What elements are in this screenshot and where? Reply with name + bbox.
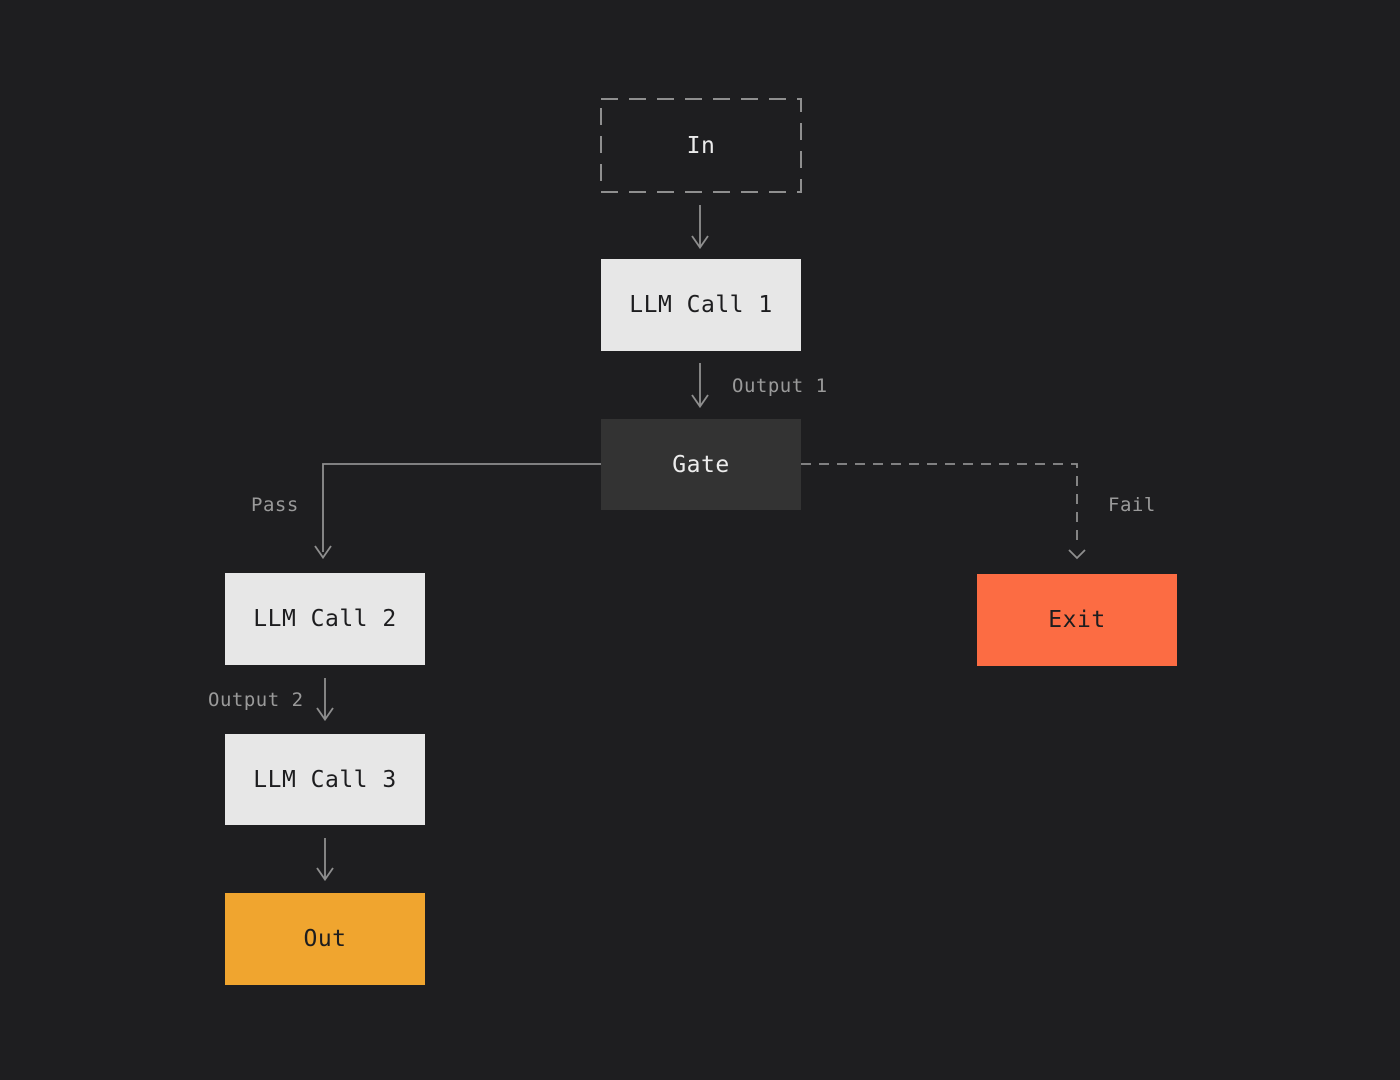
in-node-dashed-border xyxy=(600,98,802,193)
node-llm-call-1-label: LLM Call 1 xyxy=(629,292,773,318)
node-llm-call-2-label: LLM Call 2 xyxy=(253,606,397,632)
edge-llm2-llm3-arrowhead-icon xyxy=(316,707,334,722)
node-llm-call-3-label: LLM Call 3 xyxy=(253,766,397,793)
node-in[interactable]: In xyxy=(601,99,801,192)
node-gate[interactable]: Gate xyxy=(601,419,801,510)
node-llm-call-1[interactable]: LLM Call 1 xyxy=(601,259,801,351)
node-out-label: Out xyxy=(303,926,347,952)
edge-label-output-2: Output 2 xyxy=(208,689,304,711)
edge-gate-exit-arrowhead-icon xyxy=(1068,549,1086,560)
node-exit[interactable]: Exit xyxy=(977,574,1177,666)
edge-in-llm1-arrowhead-icon xyxy=(691,235,709,250)
node-exit-label: Exit xyxy=(1048,607,1106,633)
node-llm-call-2[interactable]: LLM Call 2 xyxy=(225,573,425,665)
edge-llm1-gate-arrowhead-icon xyxy=(691,394,709,409)
edge-gate-exit xyxy=(801,463,1078,545)
node-llm-call-3[interactable]: LLM Call 3 xyxy=(225,734,425,825)
edge-label-pass: Pass xyxy=(251,494,299,516)
edge-llm3-out-arrowhead-icon xyxy=(316,867,334,882)
node-out[interactable]: Out xyxy=(225,893,425,985)
node-in-label: In xyxy=(686,132,716,159)
edge-label-fail: Fail xyxy=(1108,494,1156,516)
edge-label-output-1: Output 1 xyxy=(732,375,828,397)
edge-gate-llm2-arrowhead-icon xyxy=(314,545,332,560)
edge-gate-llm2 xyxy=(322,463,601,552)
node-gate-label: Gate xyxy=(672,451,730,478)
